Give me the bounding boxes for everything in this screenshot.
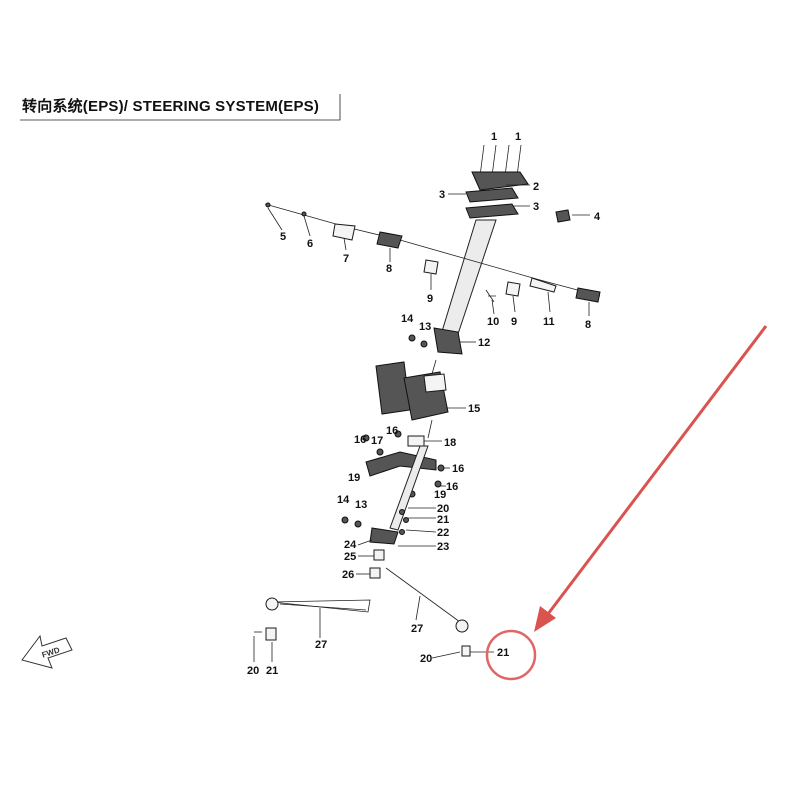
- callout-20b: 20: [247, 665, 259, 677]
- callout-7: 7: [343, 253, 349, 265]
- callout-22: 22: [437, 527, 449, 539]
- callout-21: 21: [437, 514, 449, 526]
- callout-labels: 1 1 2 3 3 4 5 6 7 8 9 10 9 11 8 14 13 12…: [247, 131, 601, 677]
- callout-3a: 3: [439, 189, 445, 201]
- steering-gear-plate: [369, 527, 399, 545]
- callout-15: 15: [468, 403, 480, 415]
- callout-27b: 27: [411, 623, 423, 635]
- callout-9a: 9: [427, 293, 433, 305]
- callout-24: 24: [344, 539, 357, 551]
- callout-5: 5: [280, 231, 286, 243]
- callout-21c: 21: [497, 647, 509, 659]
- callout-19b: 19: [434, 489, 446, 501]
- callout-23: 23: [437, 541, 449, 553]
- highlight-arrow-shaft: [546, 325, 768, 615]
- callout-16a: 16: [354, 434, 366, 446]
- bushing-lower: [465, 203, 519, 219]
- callout-1a: 1: [491, 131, 497, 143]
- connector-7: [332, 223, 356, 241]
- tie-rod-left: [271, 599, 371, 613]
- leader-lines: [253, 184, 590, 662]
- callout-16c: 16: [452, 463, 464, 475]
- part-25: [373, 549, 385, 561]
- callout-19a: 19: [348, 472, 360, 484]
- callout-4: 4: [594, 211, 601, 223]
- callout-6: 6: [307, 238, 313, 250]
- nut-21-left: [265, 627, 277, 641]
- sleeve-9-left: [423, 259, 439, 275]
- highlight-circle: [485, 629, 537, 681]
- callout-2: 2: [533, 181, 539, 193]
- callout-18: 18: [444, 437, 456, 449]
- eps-unit: [375, 359, 449, 439]
- part-4: [555, 209, 571, 223]
- page-title: 转向系统(EPS)/ STEERING SYSTEM(EPS): [22, 98, 320, 115]
- coupler: [407, 435, 425, 447]
- callout-11: 11: [543, 316, 555, 328]
- callout-13a: 13: [419, 321, 431, 333]
- callout-8a: 8: [386, 263, 392, 275]
- callout-1b: 1: [515, 131, 521, 143]
- callout-14a: 14: [401, 313, 414, 325]
- fwd-arrow: FWD: [21, 634, 73, 669]
- highlight-annotation: [485, 325, 768, 681]
- part-26: [369, 567, 381, 579]
- callout-12: 12: [478, 337, 490, 349]
- callout-25: 25: [344, 551, 356, 563]
- lower-shaft: [389, 445, 429, 531]
- callout-9b: 9: [511, 316, 517, 328]
- connector-8-left: [376, 231, 403, 249]
- highlight-arrow-head: [534, 606, 556, 632]
- callout-13b: 13: [355, 499, 367, 511]
- callout-3b: 3: [533, 201, 539, 213]
- callout-17: 17: [371, 435, 383, 447]
- callout-10: 10: [487, 316, 499, 328]
- clip-10: [485, 289, 496, 303]
- upper-clamp: [471, 171, 529, 191]
- bushing-upper: [465, 187, 519, 203]
- callout-21b: 21: [266, 665, 278, 677]
- callout-20: 20: [437, 503, 449, 515]
- callout-20c: 20: [420, 653, 432, 665]
- connector-8-right: [575, 287, 601, 303]
- pin-11: [529, 277, 557, 293]
- mounting-bracket: [365, 451, 437, 477]
- callout-16b: 16: [386, 425, 398, 437]
- callout-16d: 16: [446, 481, 458, 493]
- bolt-group: [479, 144, 522, 177]
- tie-rod-right: [385, 567, 461, 623]
- nut-21-right: [461, 645, 471, 657]
- callout-26: 26: [342, 569, 354, 581]
- universal-joint: [433, 327, 463, 355]
- callout-27a: 27: [315, 639, 327, 651]
- harness-cable: [264, 203, 601, 297]
- title-bracket: [20, 94, 341, 121]
- sleeve-9-right: [505, 281, 521, 297]
- callout-8b: 8: [585, 319, 591, 331]
- callout-14b: 14: [337, 494, 350, 506]
